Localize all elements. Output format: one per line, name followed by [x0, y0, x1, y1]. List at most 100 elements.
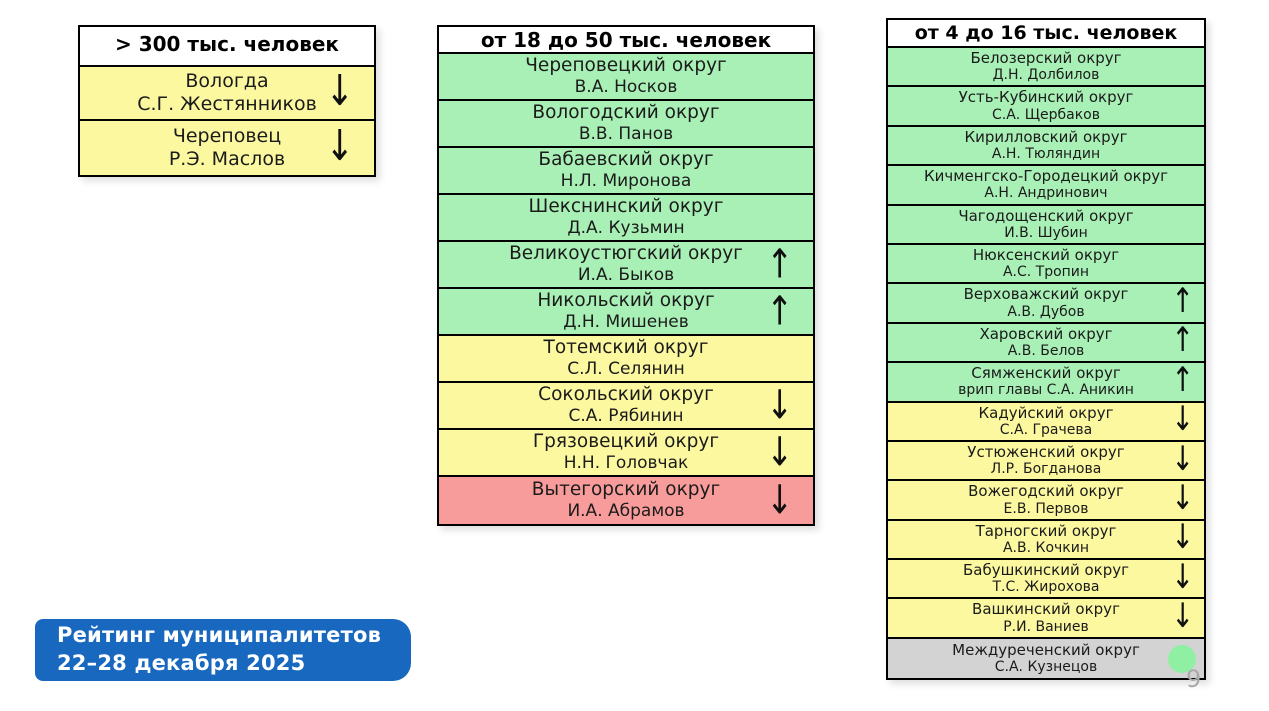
- municipality-name: Сокольский округ: [538, 383, 714, 405]
- head-official-name: И.А. Быков: [577, 265, 675, 286]
- head-official-name: Д.Н. Мишенев: [563, 312, 689, 333]
- table-header: от 4 до 16 тыс. человек: [888, 20, 1204, 48]
- head-official-name: В.А. Носков: [574, 77, 678, 98]
- head-official-name: Д.А. Кузьмин: [567, 218, 685, 239]
- head-official-name: Н.Н. Головчак: [563, 453, 689, 474]
- down-arrow-icon: ↓: [1171, 518, 1194, 557]
- head-official-name: Т.С. Жирохова: [992, 579, 1100, 596]
- up-arrow-icon: ↑: [766, 239, 793, 287]
- municipality-name: Бабаевский округ: [538, 148, 714, 170]
- down-arrow-icon: ↓: [325, 121, 355, 172]
- head-official-name: А.В. Дубов: [1007, 303, 1085, 320]
- municipality-name: Бабушкинский округ: [962, 561, 1130, 580]
- head-official-name: С.А. Щербаков: [991, 106, 1100, 123]
- table-header: от 18 до 50 тыс. человек: [439, 27, 813, 54]
- head-official-name: И.В. Шубин: [1004, 224, 1088, 241]
- down-arrow-icon: ↓: [1171, 557, 1194, 597]
- head-official-name: Н.Л. Миронова: [560, 171, 692, 192]
- municipality-name: Вожегодский округ: [968, 482, 1124, 501]
- page-number: 9: [1186, 665, 1202, 693]
- municipality-name: Междуреченский округ: [952, 640, 1140, 659]
- municipality-name: Усть-Кубинский округ: [958, 88, 1134, 107]
- municipality-name: Вологда: [185, 69, 269, 92]
- down-arrow-icon: ↓: [1171, 478, 1194, 518]
- municipality-name: Харовский округ: [979, 324, 1113, 343]
- up-arrow-icon: ↑: [766, 286, 793, 334]
- down-arrow-icon: ↓: [766, 475, 793, 523]
- head-official-name: С.А. Кузнецов: [994, 659, 1098, 676]
- head-official-name: врип главы С.А. Аникин: [958, 382, 1134, 399]
- municipality-name: Сямженский округ: [971, 364, 1121, 383]
- down-arrow-icon: ↓: [1171, 439, 1194, 479]
- municipality-name: Белозерский округ: [970, 49, 1122, 67]
- municipality-name: Никольский округ: [537, 289, 715, 311]
- municipality-name: Череповец: [172, 124, 282, 147]
- head-official-name: С.А. Грачева: [999, 421, 1093, 438]
- head-official-name: С.Г. Жестянников: [137, 93, 317, 115]
- municipality-name: Нюксенский округ: [972, 245, 1120, 264]
- head-official-name: А.В. Кочкин: [1002, 539, 1090, 556]
- municipality-name: Вологодский округ: [532, 101, 720, 123]
- head-official-name: Л.Р. Богданова: [990, 461, 1102, 478]
- head-official-name: Д.Н. Долбилов: [992, 67, 1100, 84]
- head-official-name: А.Н. Андринович: [984, 185, 1108, 202]
- badge-date-range: 22–28 декабря 2025: [57, 651, 306, 675]
- municipality-name: Вашкинский округ: [972, 600, 1120, 619]
- down-arrow-icon: ↓: [766, 427, 793, 475]
- municipality-name: Великоустюгский округ: [509, 242, 743, 264]
- head-official-name: С.А. Рябинин: [568, 406, 684, 427]
- head-official-name: Р.И. Ваниев: [1003, 618, 1089, 635]
- municipality-name: Вытегорский округ: [531, 478, 721, 500]
- badge-title: Рейтинг муниципалитетов: [57, 623, 382, 648]
- municipality-name: Кадуйский округ: [978, 403, 1114, 422]
- down-arrow-icon: ↓: [1171, 596, 1194, 636]
- municipality-name: Верховажский округ: [963, 285, 1129, 304]
- municipality-name: Тотемский округ: [543, 336, 709, 358]
- up-arrow-icon: ↑: [1171, 321, 1194, 360]
- municipality-name: Кирилловский округ: [964, 127, 1128, 146]
- head-official-name: Р.Э. Маслов: [168, 148, 286, 170]
- municipality-name: Устюженский округ: [967, 442, 1125, 461]
- municipality-name: Чагодощенский округ: [958, 206, 1134, 225]
- municipality-name: Тарногский округ: [975, 521, 1117, 540]
- head-official-name: С.Л. Селянин: [567, 359, 685, 380]
- down-arrow-icon: ↓: [325, 66, 355, 117]
- green-dot-icon: [1168, 644, 1196, 673]
- municipality-name: Череповецкий округ: [525, 54, 727, 76]
- head-official-name: А.С. Тропин: [1002, 264, 1090, 281]
- down-arrow-icon: ↓: [1171, 399, 1194, 439]
- head-official-name: И.А. Абрамов: [567, 501, 685, 522]
- table-header: > 300 тыс. человек: [80, 27, 374, 67]
- head-official-name: А.В. Белов: [1007, 343, 1085, 360]
- head-official-name: А.Н. Тюляндин: [991, 146, 1101, 163]
